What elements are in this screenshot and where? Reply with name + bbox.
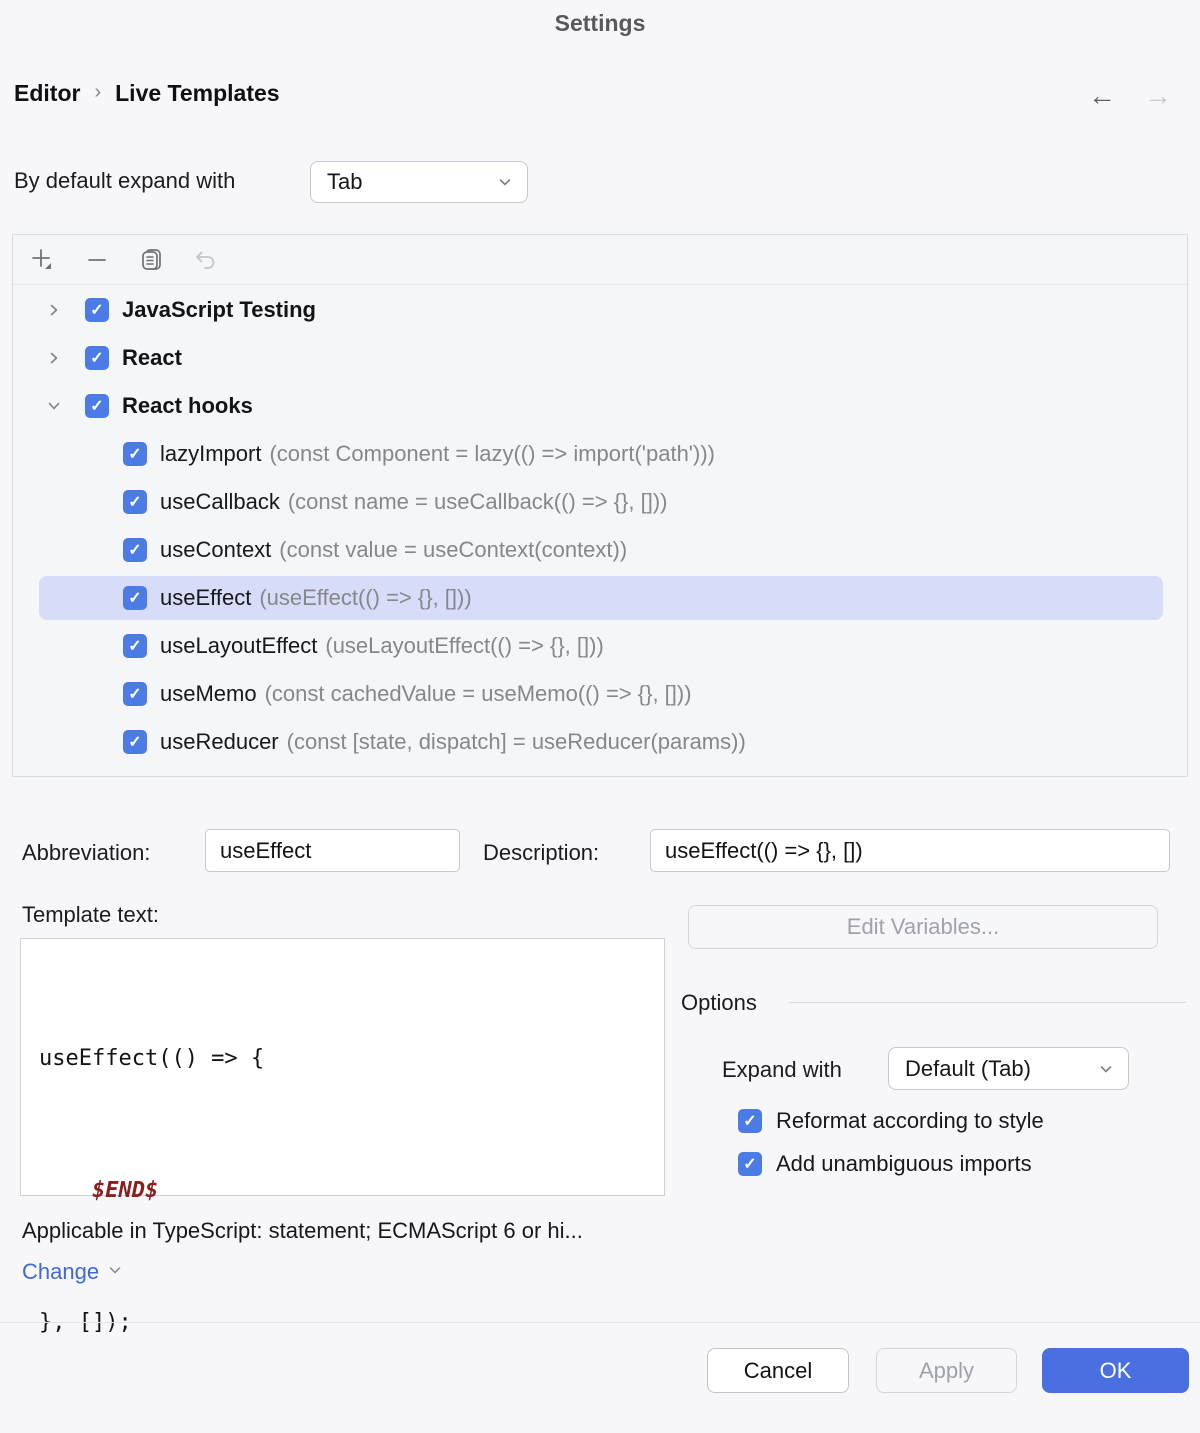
code-line: useEffect(() => { [39, 1046, 265, 1071]
template-name: useMemo [160, 681, 257, 706]
add-imports-option-row: ✓ Add unambiguous imports [738, 1151, 1032, 1177]
template-description: (const [state, dispatch] = useReducer(pa… [286, 729, 746, 754]
reformat-label: Reformat according to style [776, 1108, 1044, 1133]
template-description: (const Component = lazy(() => import('pa… [269, 441, 715, 466]
tree-group-react-hooks[interactable]: ✓ React hooks [13, 382, 1187, 430]
code-line: }, []); [39, 1310, 132, 1335]
tree-item-useeffect-selected[interactable]: ✓ useEffect (useEffect(() => {}, [])) [13, 574, 1187, 622]
template-name: useReducer [160, 729, 279, 754]
selection-highlight [39, 576, 1163, 620]
description-input[interactable] [650, 829, 1170, 872]
default-expand-label: By default expand with [14, 168, 236, 193]
remove-button[interactable] [83, 246, 111, 274]
tree-item-usecallback[interactable]: ✓ useCallback (const name = useCallback(… [13, 478, 1187, 526]
description-label: Description: [483, 840, 600, 865]
checkbox-checked[interactable]: ✓ [85, 346, 109, 370]
code-line: $END$ [39, 1169, 646, 1213]
chevron-down-icon [497, 174, 513, 190]
footer-divider [0, 1322, 1200, 1323]
plus-icon [32, 248, 51, 269]
template-description: (useLayoutEffect(() => {}, [])) [325, 633, 604, 658]
tree-item-usecontext[interactable]: ✓ useContext (const value = useContext(c… [13, 526, 1187, 574]
checkbox-checked[interactable]: ✓ [123, 442, 147, 466]
change-link[interactable]: Change [22, 1259, 123, 1285]
minus-icon [88, 258, 106, 261]
change-link-label: Change [22, 1259, 100, 1284]
chevron-right-icon[interactable] [46, 302, 62, 318]
group-label: React hooks [122, 393, 253, 418]
templates-panel: ✓ JavaScript Testing ✓ React ✓ React hoo… [12, 234, 1188, 777]
templates-tree: ✓ JavaScript Testing ✓ React ✓ React hoo… [13, 286, 1187, 766]
breadcrumb-separator-icon: › [94, 81, 102, 103]
expand-with-label: Expand with [722, 1057, 842, 1082]
abbreviation-input[interactable] [205, 829, 460, 872]
breadcrumb-editor[interactable]: Editor [14, 80, 81, 106]
template-name: useContext [160, 537, 272, 562]
settings-dialog: Settings Editor › Live Templates ← → By … [0, 10, 1200, 1393]
chevron-right-icon[interactable] [46, 350, 62, 366]
options-header: Options [681, 990, 757, 1015]
apply-button[interactable]: Apply [876, 1348, 1017, 1393]
template-text-label: Template text: [22, 902, 159, 927]
default-expand-select[interactable]: Tab [310, 161, 528, 203]
checkbox-checked[interactable]: ✓ [123, 538, 147, 562]
checkbox-checked[interactable]: ✓ [123, 730, 147, 754]
undo-button[interactable] [191, 246, 219, 274]
chevron-down-icon [107, 1262, 123, 1283]
forward-arrow-icon[interactable]: → [1144, 80, 1172, 111]
copy-icon [142, 248, 161, 270]
default-expand-value: Tab [327, 169, 363, 194]
checkbox-checked[interactable]: ✓ [85, 394, 109, 418]
template-description: (const name = useCallback(() => {}, [])) [287, 489, 668, 514]
checkbox-checked[interactable]: ✓ [123, 490, 147, 514]
expand-with-select[interactable]: Default (Tab) [888, 1047, 1129, 1090]
chevron-down-icon [1098, 1061, 1114, 1077]
cancel-button[interactable]: Cancel [707, 1348, 849, 1393]
tree-group-react[interactable]: ✓ React [13, 334, 1187, 382]
abbreviation-label: Abbreviation: [22, 840, 151, 865]
checkbox-checked[interactable]: ✓ [85, 298, 109, 322]
templates-toolbar [13, 235, 1187, 285]
tree-item-usememo[interactable]: ✓ useMemo (const cachedValue = useMemo((… [13, 670, 1187, 718]
undo-icon [196, 251, 215, 269]
template-variable: $END$ [91, 1178, 159, 1203]
group-label: React [122, 345, 182, 370]
add-button[interactable] [29, 246, 57, 274]
checkbox-checked[interactable]: ✓ [123, 634, 147, 658]
reformat-checkbox[interactable]: ✓ [738, 1109, 762, 1133]
checkbox-checked[interactable]: ✓ [123, 586, 147, 610]
history-nav: ← → [1088, 80, 1172, 112]
template-description: (useEffect(() => {}, [])) [259, 585, 472, 610]
tree-group-javascript-testing[interactable]: ✓ JavaScript Testing [13, 286, 1187, 334]
page-title: Settings [554, 10, 646, 36]
breadcrumb: Editor › Live Templates [14, 80, 280, 107]
add-imports-label: Add unambiguous imports [776, 1151, 1032, 1176]
template-name: useCallback [160, 489, 280, 514]
template-name: useEffect [160, 585, 252, 610]
applicable-contexts-text: Applicable in TypeScript: statement; ECM… [22, 1218, 583, 1243]
edit-variables-button[interactable]: Edit Variables... [688, 905, 1158, 949]
breadcrumb-live-templates: Live Templates [115, 80, 280, 106]
template-description: (const cachedValue = useMemo(() => {}, [… [264, 681, 692, 706]
tree-item-usereducer[interactable]: ✓ useReducer (const [state, dispatch] = … [13, 718, 1187, 766]
template-name: lazyImport [160, 441, 262, 466]
tree-item-lazyimport[interactable]: ✓ lazyImport (const Component = lazy(() … [13, 430, 1187, 478]
template-text-editor[interactable]: useEffect(() => { $END$ }, []); [20, 938, 665, 1335]
back-arrow-icon[interactable]: ← [1088, 80, 1116, 111]
template-name: useLayoutEffect [160, 633, 318, 658]
expand-with-value: Default (Tab) [905, 1055, 1031, 1081]
group-label: JavaScript Testing [122, 297, 316, 322]
tree-item-uselayouteffect[interactable]: ✓ useLayoutEffect (useLayoutEffect(() =>… [13, 622, 1187, 670]
options-divider [789, 1002, 1186, 1003]
duplicate-button[interactable] [137, 246, 165, 274]
template-description: (const value = useContext(context)) [279, 537, 628, 562]
checkbox-checked[interactable]: ✓ [123, 682, 147, 706]
chevron-down-icon[interactable] [46, 398, 62, 414]
add-imports-checkbox[interactable]: ✓ [738, 1152, 762, 1176]
ok-button[interactable]: OK [1042, 1348, 1189, 1393]
reformat-option-row: ✓ Reformat according to style [738, 1108, 1044, 1134]
